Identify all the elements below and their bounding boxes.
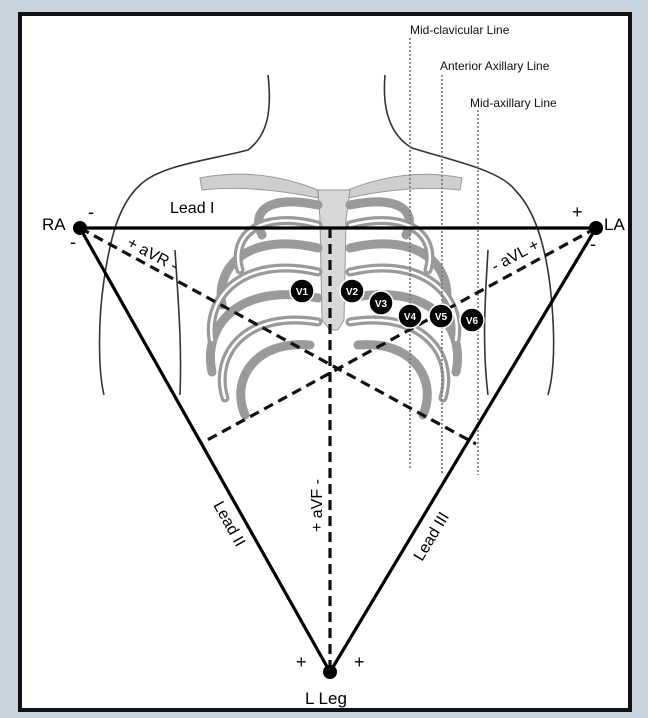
anterior-axillary-label: Anterior Axillary Line xyxy=(440,59,550,73)
l-leg-label: L Leg xyxy=(305,689,347,708)
v5-electrode: V5 xyxy=(429,304,453,328)
la-electrode xyxy=(589,221,603,235)
v2-label: V2 xyxy=(346,287,359,298)
v6-label: V6 xyxy=(466,316,479,327)
v6-electrode: V6 xyxy=(460,308,484,332)
lead-iii-label: Lead III xyxy=(411,510,453,565)
v2-electrode: V2 xyxy=(340,279,364,303)
ra-lead-ii-minus: - xyxy=(70,232,76,252)
sternum xyxy=(318,190,350,330)
v3-label: V3 xyxy=(375,299,388,310)
l-leg-lead-iii-plus: + xyxy=(354,652,365,672)
avl-lead-line xyxy=(200,228,596,444)
v1-label: V1 xyxy=(296,287,309,298)
v1-electrode: V1 xyxy=(290,279,314,303)
avf-label: + aVF - xyxy=(309,479,326,532)
l-leg-lead-ii-plus: + xyxy=(296,652,307,672)
la-lead-iii-minus: - xyxy=(590,234,596,254)
la-label: LA xyxy=(604,215,625,234)
lead-ii-label: Lead II xyxy=(210,499,249,550)
l-leg-electrode xyxy=(323,665,337,679)
ra-label: RA xyxy=(42,215,66,234)
ra-lead-i-minus: - xyxy=(88,202,94,222)
lead-i-label: Lead I xyxy=(170,200,214,217)
mid-clavicular-label: Mid-clavicular Line xyxy=(410,23,510,37)
v4-label: V4 xyxy=(404,312,417,323)
avl-label: - aVL + xyxy=(489,236,542,275)
mid-axillary-label: Mid-axillary Line xyxy=(470,96,557,110)
la-lead-i-plus: + xyxy=(572,202,583,222)
v5-label: V5 xyxy=(435,312,448,323)
v4-electrode: V4 xyxy=(398,304,422,328)
v3-electrode: V3 xyxy=(369,291,393,315)
